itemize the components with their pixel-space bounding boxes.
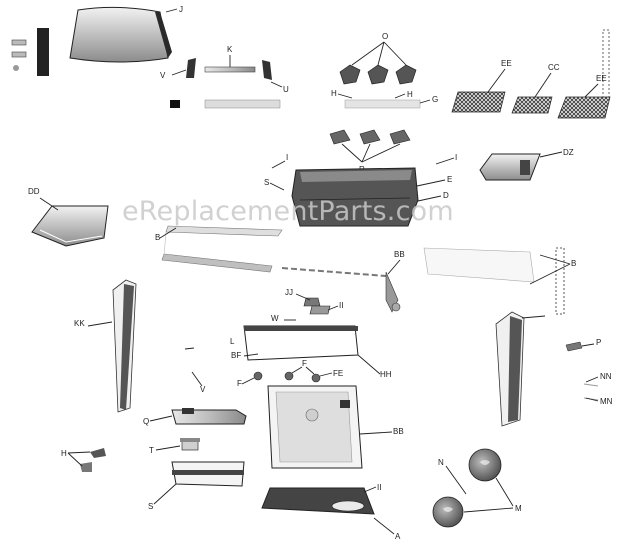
label-g: G: [432, 95, 438, 104]
label-cc: CC: [548, 63, 560, 72]
handle-bar-part: [170, 58, 281, 109]
label-k: K: [227, 45, 233, 54]
label-panel-bb: BB: [393, 427, 404, 436]
label-f1: F: [237, 379, 242, 388]
label-m: M: [515, 504, 522, 513]
side-shelf-right-part: [479, 153, 541, 181]
caster-part: [80, 448, 106, 472]
right-rear-panel-part: [423, 247, 565, 315]
label-a: A: [395, 532, 401, 541]
label-ee-right: EE: [596, 74, 607, 83]
label-lid: J: [179, 5, 183, 14]
valve-bracket-part: [303, 297, 331, 315]
label-i-right: I: [455, 153, 457, 162]
handle-bracket-part: [11, 28, 49, 76]
label-q: Q: [143, 417, 149, 426]
label-b-right: B: [571, 259, 576, 268]
side-shelf-left-part: [31, 205, 109, 247]
base-pan-part: [261, 487, 375, 515]
label-bf: BF: [231, 351, 241, 360]
label-b: B: [155, 233, 160, 242]
drip-cup-part: [180, 438, 200, 451]
label-fe: FE: [333, 369, 343, 378]
wheels-part: [432, 448, 502, 528]
label-n: N: [438, 458, 444, 467]
label-h-right: H: [407, 90, 413, 99]
control-knobs-part: [339, 64, 421, 109]
label-h-left: H: [331, 89, 337, 98]
label-jj: JJ: [285, 288, 293, 297]
label-side-shelf-right: DZ: [563, 148, 574, 157]
label-kk: KK: [74, 319, 85, 328]
firebox-part: [291, 167, 419, 227]
cooking-grates-part: [451, 29, 611, 119]
label-s-bottom: S: [148, 502, 153, 511]
label-i-left: I: [286, 153, 288, 162]
label-nn: NN: [600, 372, 612, 381]
label-s: S: [264, 178, 269, 187]
label-u-top: U: [283, 85, 289, 94]
label-v-mid: V: [200, 385, 206, 394]
label-h-caster: H: [61, 449, 67, 458]
label-v-top: V: [160, 71, 166, 80]
heat-shields-part: [329, 129, 411, 145]
label-l: L: [230, 337, 235, 346]
label-ee-mid: EE: [501, 59, 512, 68]
label-mn: MN: [600, 397, 613, 406]
door-panel-part: [267, 385, 363, 469]
control-panel-part: [243, 325, 359, 361]
label-hh: HH: [380, 370, 392, 379]
label-ii2: II: [377, 483, 381, 492]
label-w: W: [271, 314, 279, 323]
left-leg-panel-part: [112, 279, 137, 413]
label-f2: F: [302, 359, 307, 368]
hardware-part: [565, 341, 599, 401]
support-rod-part: [281, 267, 401, 313]
label-e: E: [447, 175, 452, 184]
small-knobs-part: [253, 371, 321, 383]
lid-part: [69, 6, 172, 63]
watermark: eReplacementParts.com: [122, 196, 454, 227]
label-bb-rod: BB: [394, 250, 405, 259]
back-panel-part: [161, 225, 283, 273]
label-t: T: [149, 446, 154, 455]
label-ii: II: [339, 301, 343, 310]
grease-tray-part: [171, 408, 247, 425]
label-p: P: [596, 338, 601, 347]
label-dd: DD: [28, 187, 40, 196]
right-leg-panel-part: [495, 311, 525, 427]
label-burner-knobs: O: [382, 32, 388, 41]
bottom-shelf-part: [171, 461, 245, 487]
label-d: D: [443, 191, 449, 200]
